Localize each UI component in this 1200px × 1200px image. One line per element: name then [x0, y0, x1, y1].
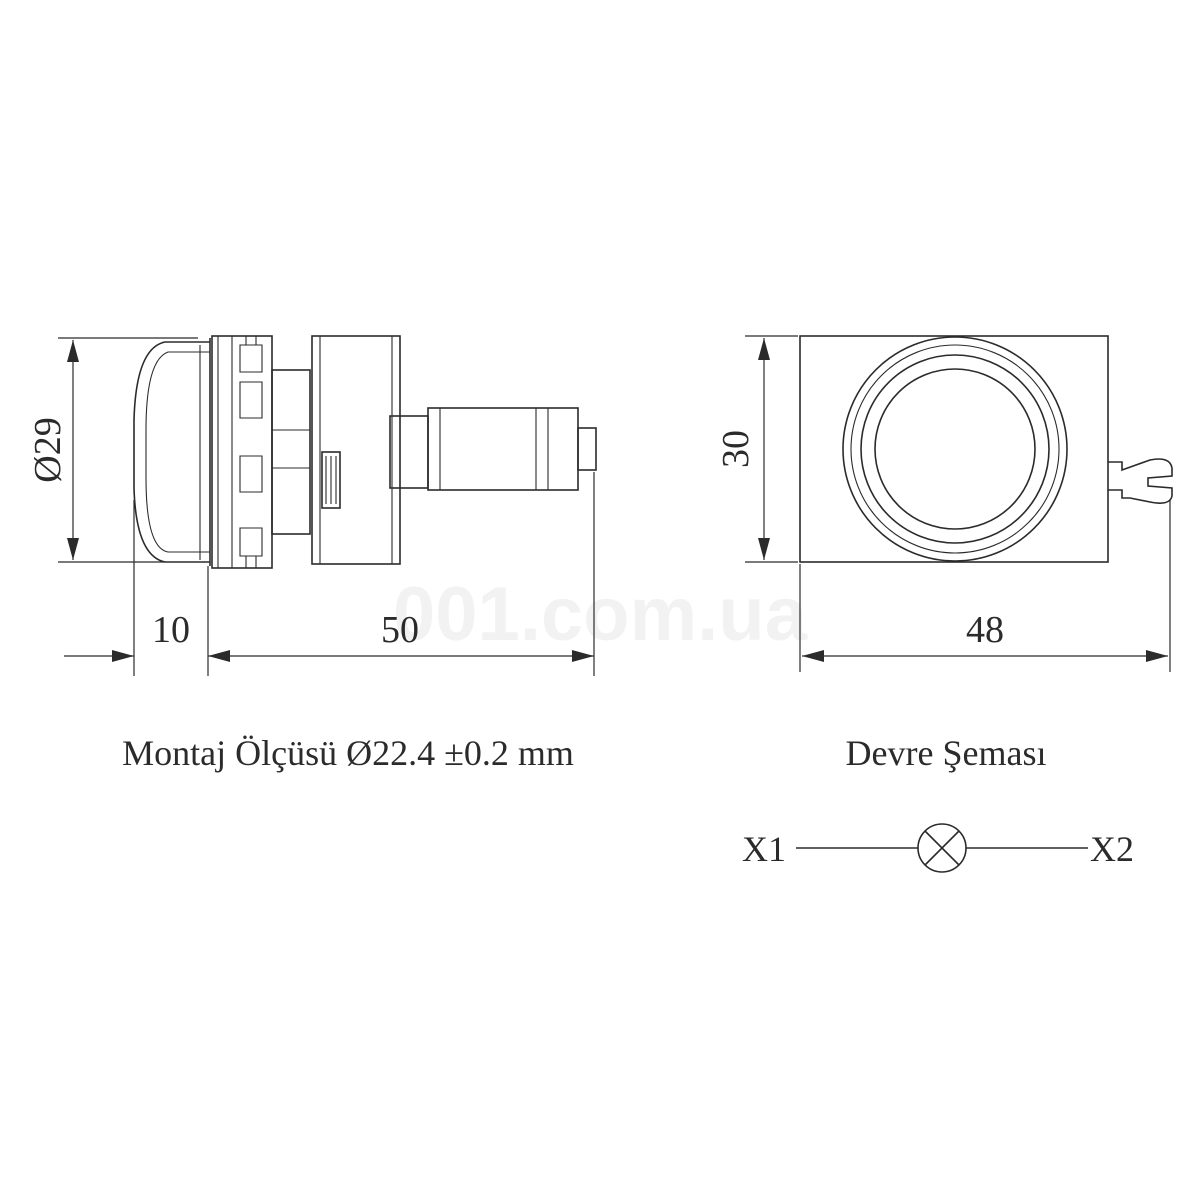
front-view: 30 48 [715, 335, 1173, 672]
length-dimensions: 10 50 [64, 472, 595, 676]
lamp-icon [917, 823, 967, 873]
front-housing [799, 335, 1109, 563]
circuit-caption: Devre Şeması [846, 733, 1047, 773]
mounting-caption: Montaj Ölçüsü Ø22.4 ±0.2 mm [122, 733, 574, 773]
circuit-diagram: X1 X2 [742, 823, 1134, 873]
height-dimension: 30 [715, 335, 798, 563]
dim-body-label: 50 [381, 609, 419, 651]
width-label: 48 [966, 609, 1004, 651]
height-label: 30 [715, 430, 757, 468]
terminal-x1: X1 [742, 829, 786, 869]
neck [271, 369, 311, 535]
width-dimension: 48 [799, 500, 1171, 672]
terminal-lug [1108, 458, 1173, 504]
diameter-label: Ø29 [27, 417, 69, 482]
watermark: 001.com.ua [393, 572, 808, 657]
dim-front-label: 10 [152, 609, 190, 651]
body-block [311, 335, 401, 565]
terminal-x2: X2 [1090, 829, 1134, 869]
led-module [389, 407, 597, 491]
mounting-nut [211, 335, 273, 569]
lens [133, 338, 211, 566]
front-lens [842, 336, 1068, 562]
diameter-dimension: Ø29 [27, 337, 198, 563]
side-view: Ø29 10 50 [27, 335, 597, 676]
